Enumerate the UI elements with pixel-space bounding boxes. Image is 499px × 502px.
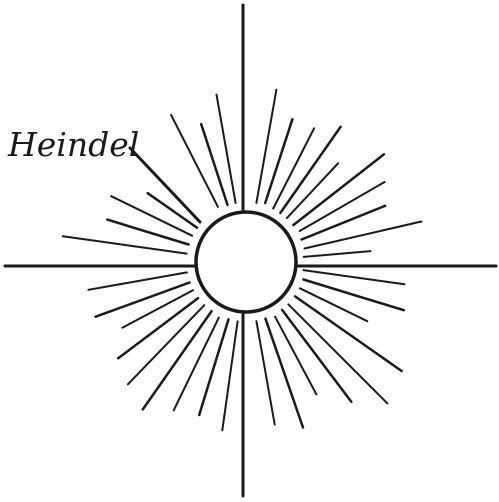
sun-ray bbox=[303, 270, 404, 284]
sun-ray bbox=[288, 304, 387, 403]
sun-ray bbox=[171, 115, 218, 207]
sun-ray bbox=[143, 311, 212, 409]
sun-ray bbox=[305, 222, 422, 249]
sun-disc bbox=[196, 212, 296, 312]
sun-ray bbox=[217, 95, 236, 203]
sun-ray bbox=[295, 296, 402, 371]
sun-ray bbox=[300, 288, 367, 321]
sun-ray bbox=[107, 220, 188, 245]
sun-ray bbox=[88, 272, 186, 289]
sun-ray bbox=[256, 90, 276, 203]
heindel-label: Heindel bbox=[8, 128, 139, 161]
sun-ray bbox=[303, 280, 403, 311]
sun-ray bbox=[199, 319, 228, 415]
sun-ray bbox=[304, 251, 371, 257]
sun-ray bbox=[222, 321, 237, 430]
